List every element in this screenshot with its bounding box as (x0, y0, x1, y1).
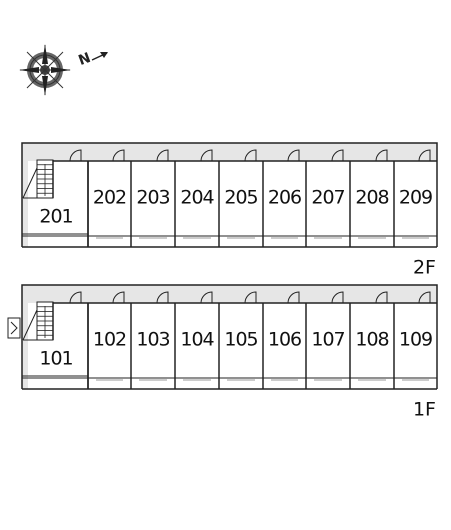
unit-209[interactable]: 209 (393, 149, 438, 247)
unit-number: 103 (136, 329, 169, 351)
unit-207[interactable]: 207 (305, 149, 350, 247)
unit-106[interactable]: 106 (262, 291, 306, 389)
unit-102[interactable]: 102 (87, 291, 131, 389)
building-outline (21, 142, 438, 247)
unit-104[interactable]: 104 (174, 291, 219, 389)
unit-103[interactable]: 103 (130, 291, 175, 389)
unit-number: 105 (224, 329, 257, 351)
unit-107[interactable]: 107 (305, 291, 350, 389)
door-swing-icon (69, 291, 82, 304)
unit-number: 201 (39, 206, 72, 228)
floor-2f: 201 202 203 204 205 206 207 208 209 2F (21, 142, 438, 279)
door-swing-icon (287, 149, 300, 162)
unit-number: 108 (355, 329, 388, 351)
compass-north-icon (19, 44, 71, 96)
door-swing-icon (287, 291, 300, 304)
unit-number: 109 (399, 329, 432, 351)
unit-208[interactable]: 208 (349, 149, 394, 247)
unit-number: 207 (311, 187, 344, 209)
door-swing-icon (331, 291, 344, 304)
door-swing-icon (112, 149, 125, 162)
corridor (22, 143, 437, 161)
unit-number: 102 (93, 329, 126, 351)
staircase-icon (22, 301, 54, 341)
door-swing-icon (156, 291, 169, 304)
door-swing-icon (200, 291, 213, 304)
unit-205[interactable]: 205 (218, 149, 263, 247)
door-swing-icon (200, 149, 213, 162)
unit-number: 202 (93, 187, 126, 209)
door-swing-icon (112, 291, 125, 304)
unit-206[interactable]: 206 (262, 149, 306, 247)
floor-label: 1F (413, 399, 436, 421)
door-swing-icon (375, 291, 388, 304)
unit-number: 203 (136, 187, 169, 209)
door-swing-icon (244, 291, 257, 304)
door-swing-icon (375, 149, 388, 162)
unit-number: 106 (268, 329, 301, 351)
corridor (22, 285, 28, 389)
unit-number: 206 (268, 187, 301, 209)
door-swing-icon (418, 149, 431, 162)
door-swing-icon (156, 149, 169, 162)
unit-number: 107 (311, 329, 344, 351)
door-swing-icon (244, 149, 257, 162)
unit-number: 104 (180, 329, 214, 351)
unit-203[interactable]: 203 (130, 149, 175, 247)
wall (52, 302, 88, 340)
door-swing-icon (418, 291, 431, 304)
unit-number: 205 (224, 187, 257, 209)
corridor (22, 143, 28, 247)
north-indicator: N (76, 50, 108, 69)
unit-number: 209 (399, 187, 432, 209)
wall (52, 160, 88, 198)
unit-108[interactable]: 108 (349, 291, 394, 389)
floor-1f: 101 102 103 104 105 106 107 108 109 1F (7, 284, 438, 421)
floor-label: 2F (413, 257, 436, 279)
corridor (22, 285, 437, 303)
unit-number: 204 (180, 187, 214, 209)
north-label: N (76, 50, 92, 69)
building-outline (21, 284, 438, 389)
door-swing-icon (69, 149, 82, 162)
staircase-icon (22, 159, 54, 199)
entrance-icon (7, 317, 21, 339)
unit-204[interactable]: 204 (174, 149, 219, 247)
unit-105[interactable]: 105 (218, 291, 263, 389)
unit-109[interactable]: 109 (393, 291, 438, 389)
unit-number: 208 (355, 187, 388, 209)
unit-number: 101 (39, 348, 72, 370)
unit-202[interactable]: 202 (87, 149, 131, 247)
door-swing-icon (331, 149, 344, 162)
